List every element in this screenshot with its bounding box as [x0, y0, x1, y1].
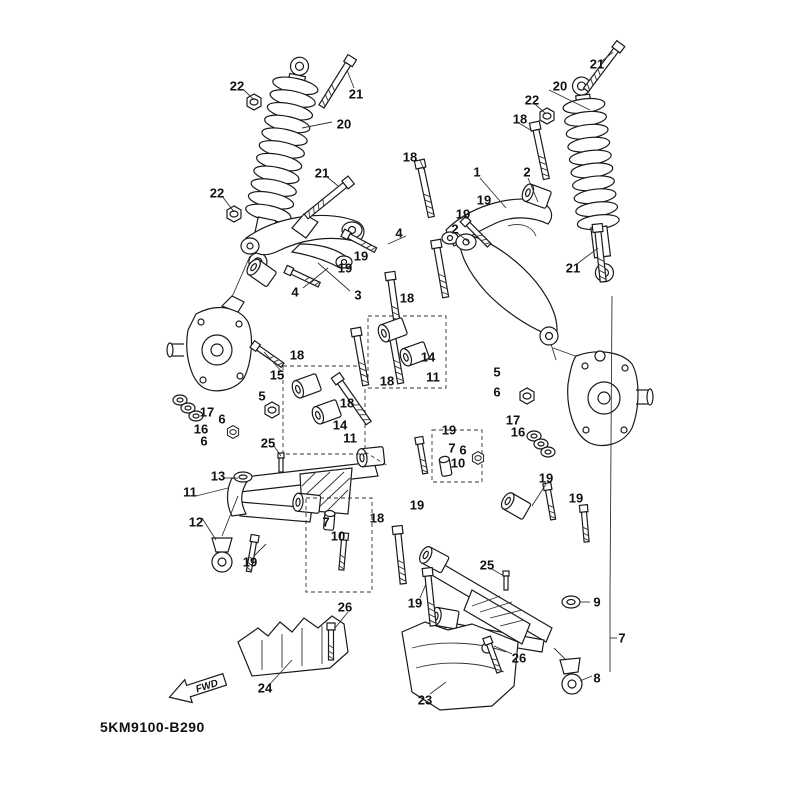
callout-25: 25 — [260, 435, 276, 451]
callout-5: 5 — [258, 388, 266, 404]
callout-9: 9 — [593, 594, 601, 610]
leader-lines — [195, 51, 617, 695]
callout-4: 4 — [291, 284, 299, 300]
callout-21: 21 — [314, 165, 330, 181]
callout-20: 20 — [552, 78, 568, 94]
callout-12: 12 — [188, 514, 204, 530]
left-upper-arm — [227, 213, 365, 307]
right-lower-control-arm — [455, 233, 593, 363]
callout-19: 19 — [476, 192, 492, 208]
callout-1: 1 — [473, 164, 481, 180]
callout-19: 19 — [409, 497, 425, 513]
callout-18: 18 — [512, 111, 528, 127]
callout-13: 13 — [210, 468, 226, 484]
callout-14: 14 — [420, 349, 436, 365]
callout-19: 19 — [455, 206, 471, 222]
part-code: 5KM9100-B290 — [100, 719, 205, 735]
callout-16: 16 — [510, 424, 526, 440]
callout-22: 22 — [524, 92, 540, 108]
left-lower-arm — [211, 461, 379, 573]
callout-18: 18 — [339, 395, 355, 411]
callout-10: 10 — [450, 455, 466, 471]
callout-3: 3 — [354, 287, 362, 303]
left-skid-plate — [237, 615, 349, 677]
callout-2: 2 — [523, 164, 531, 180]
hardware-nuts-washers — [172, 93, 581, 609]
callout-26: 26 — [511, 650, 527, 666]
callout-7: 7 — [448, 440, 456, 456]
callout-17: 17 — [199, 404, 215, 420]
callout-11: 11 — [183, 484, 197, 500]
callout-19: 19 — [242, 554, 258, 570]
callout-19: 19 — [353, 248, 369, 264]
callout-17: 17 — [505, 412, 521, 428]
callout-18: 18 — [289, 347, 305, 363]
callout-22: 22 — [209, 185, 225, 201]
callout-20: 20 — [336, 116, 352, 132]
callout-24: 24 — [257, 680, 273, 696]
callout-5: 5 — [493, 364, 501, 380]
callout-8: 8 — [593, 670, 601, 686]
right-lower-arm — [429, 559, 583, 695]
callout-11: 11 — [426, 369, 440, 385]
callout-19: 19 — [538, 470, 554, 486]
right-shock-absorber — [562, 76, 620, 283]
callout-6: 6 — [493, 384, 501, 400]
callout-11: 11 — [343, 430, 357, 446]
dashed-boxes — [282, 315, 483, 593]
callout-6: 6 — [218, 411, 226, 427]
callout-23: 23 — [417, 692, 433, 708]
callout-18: 18 — [402, 149, 418, 165]
callout-25: 25 — [479, 557, 495, 573]
callout-14: 14 — [332, 417, 348, 433]
callout-21: 21 — [589, 56, 605, 72]
callout-21: 21 — [348, 86, 364, 102]
callout-21: 21 — [565, 260, 581, 276]
fwd-arrow-label: FWD — [194, 678, 219, 696]
callout-18: 18 — [379, 373, 395, 389]
callout-15: 15 — [269, 367, 285, 383]
left-steering-knuckle — [166, 295, 253, 392]
callout-6: 6 — [459, 442, 467, 458]
callout-10: 10 — [330, 528, 346, 544]
right-steering-knuckle — [567, 350, 654, 447]
callout-19: 19 — [441, 422, 457, 438]
callout-19: 19 — [337, 260, 353, 276]
callout-6: 6 — [200, 433, 208, 449]
fwd-arrow: FWD — [168, 672, 228, 704]
callout-19: 19 — [407, 595, 423, 611]
callout-2: 2 — [451, 221, 459, 237]
callout-19: 19 — [568, 490, 584, 506]
callout-7: 7 — [322, 514, 330, 530]
callout-18: 18 — [369, 510, 385, 526]
callout-16: 16 — [193, 421, 209, 437]
callout-18: 18 — [399, 290, 415, 306]
left-shock-absorber — [245, 56, 319, 272]
callout-4: 4 — [395, 225, 403, 241]
callout-22: 22 — [229, 78, 245, 94]
callout-7: 7 — [618, 630, 626, 646]
callout-26: 26 — [337, 599, 353, 615]
